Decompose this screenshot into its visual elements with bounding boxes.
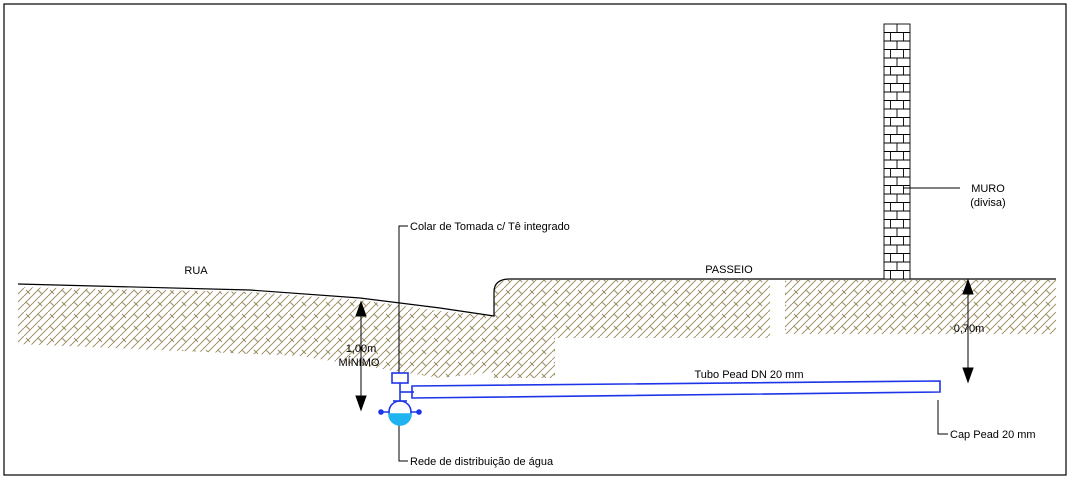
- label-tubo: Tubo Pead DN 20 mm: [694, 369, 803, 381]
- label-rede: Rede de distribuição de água: [410, 456, 554, 468]
- diagram-frame: [3, 3, 1067, 476]
- pead-pipe: [411, 380, 941, 399]
- wall-muro: [883, 23, 911, 280]
- tapping-saddle-node: [378, 372, 422, 426]
- label-cap: Cap Pead 20 mm: [950, 429, 1036, 441]
- label-depth-passeio: 0,70m: [954, 323, 985, 335]
- leader-lines: [398, 187, 960, 462]
- label-muro-sub: (divisa): [970, 197, 1005, 209]
- depth-dimension-passeio: [962, 278, 974, 384]
- label-depth-min-note: MÍNIMO: [339, 356, 380, 369]
- ground-surface-line: [17, 278, 1056, 317]
- soil-hatch: [18, 280, 1056, 378]
- label-depth-min-value: 1,00m: [346, 343, 377, 355]
- label-muro: MURO: [971, 183, 1005, 195]
- depth-dimension-rua: [355, 300, 367, 412]
- label-colar: Colar de Tomada c/ Tê integrado: [410, 221, 570, 233]
- label-rua: RUA: [184, 265, 208, 277]
- label-passeio: PASSEIO: [705, 264, 753, 276]
